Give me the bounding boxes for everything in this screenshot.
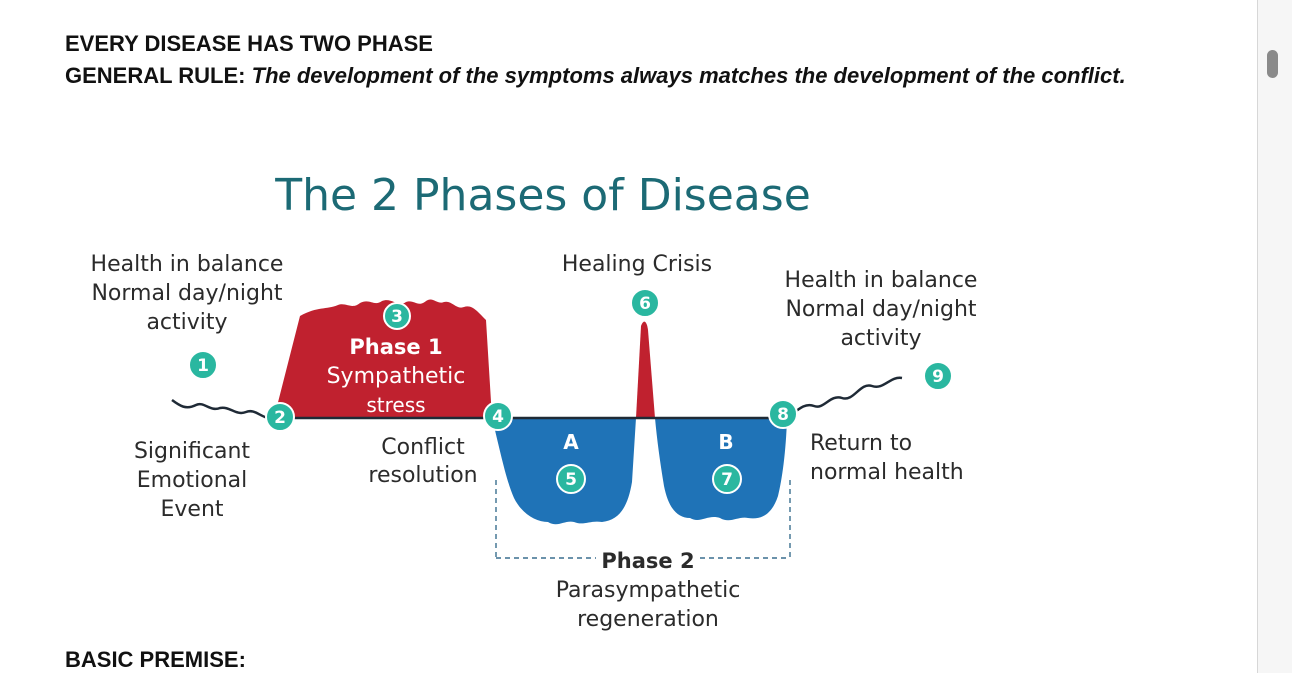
svg-text:8: 8 <box>777 405 789 425</box>
significant-event-line3: Event <box>160 497 223 522</box>
return-normal-line2: normal health <box>810 460 964 485</box>
return-normal-line1: Return to <box>810 431 912 456</box>
document-page: EVERY DISEASE HAS TWO PHASE GENERAL RULE… <box>65 28 1185 672</box>
svg-text:7: 7 <box>721 470 733 490</box>
svg-text:1: 1 <box>197 356 209 376</box>
health-balance-right-line1: Health in balance <box>785 268 978 293</box>
marker-6: 6 <box>630 288 660 318</box>
phase2-title: Phase 2 <box>601 549 694 573</box>
healing-crisis-spike <box>636 321 655 418</box>
svg-text:4: 4 <box>492 407 504 427</box>
phase2-bracket <box>495 480 791 559</box>
phase2-line2: regeneration <box>577 607 719 632</box>
marker-1: 1 <box>188 350 218 380</box>
health-balance-left-line3: activity <box>146 310 227 335</box>
basic-premise-heading: BASIC PREMISE: <box>65 647 246 672</box>
phase1-line1: Sympathetic <box>327 364 466 389</box>
svg-text:9: 9 <box>932 367 944 387</box>
significant-event-line1: Significant <box>134 439 250 464</box>
diagram-title: The 2 Phases of Disease <box>274 170 811 221</box>
svg-text:3: 3 <box>391 307 403 327</box>
baseline-right-wave <box>786 376 903 420</box>
significant-event-line2: Emotional <box>137 468 248 493</box>
label-a: A <box>563 430 579 454</box>
marker-4: 4 <box>483 401 513 431</box>
svg-text:5: 5 <box>565 470 577 490</box>
marker-5: 5 <box>556 464 586 494</box>
marker-2: 2 <box>265 402 295 432</box>
phase1-stress-area <box>274 299 492 418</box>
conflict-resolution-line1: Conflict <box>381 435 465 460</box>
healing-crisis-label: Healing Crisis <box>562 252 712 277</box>
marker-9: 9 <box>923 361 953 391</box>
document-heading-block: EVERY DISEASE HAS TWO PHASE GENERAL RULE… <box>65 28 1185 92</box>
vertical-scrollbar[interactable] <box>1257 0 1292 673</box>
health-balance-left-line2: Normal day/night <box>91 281 282 306</box>
health-balance-left-line1: Health in balance <box>91 252 284 277</box>
health-balance-right-line2: Normal day/night <box>785 297 976 322</box>
svg-text:6: 6 <box>639 294 651 314</box>
marker-8: 8 <box>768 399 798 429</box>
phase1-title: Phase 1 <box>349 335 442 359</box>
marker-7: 7 <box>712 464 742 494</box>
phase2-line1: Parasympathetic <box>556 578 741 603</box>
general-rule-label: GENERAL RULE: <box>65 63 246 88</box>
disease-phase-heading: EVERY DISEASE HAS TWO PHASE <box>65 31 433 56</box>
baseline-left-wave <box>171 398 275 420</box>
scrollbar-thumb-icon[interactable] <box>1267 50 1278 78</box>
conflict-resolution-line2: resolution <box>368 463 477 488</box>
label-b: B <box>718 430 733 454</box>
health-balance-right-line3: activity <box>840 326 921 351</box>
general-rule-text: The development of the symptoms always m… <box>251 63 1126 88</box>
marker-3: 3 <box>383 302 411 330</box>
general-rule: GENERAL RULE: The development of the sym… <box>65 60 1185 92</box>
svg-text:2: 2 <box>274 408 286 428</box>
phase1-line2: stress <box>366 393 425 417</box>
two-phases-diagram: The 2 Phases of Disease Health in balanc… <box>91 170 978 632</box>
